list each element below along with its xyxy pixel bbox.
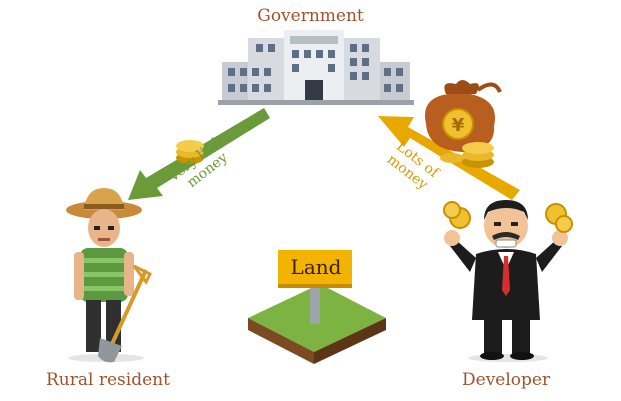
money-bag-icon: [424, 80, 502, 168]
developer-label: Developer: [462, 370, 551, 390]
government-label: Government: [257, 6, 364, 26]
developer-coins-icon: [443, 201, 573, 233]
rural-resident-figure: [66, 188, 153, 363]
coin-stack-icon: [176, 140, 204, 164]
land-sign-text: Land: [290, 255, 342, 279]
developer-figure: [444, 200, 568, 362]
rural-resident-label: Rural resident: [46, 370, 170, 390]
government-building-icon: [218, 30, 414, 105]
money-bag-symbol: ¥: [452, 115, 465, 136]
land-sign-icon: [248, 250, 386, 364]
